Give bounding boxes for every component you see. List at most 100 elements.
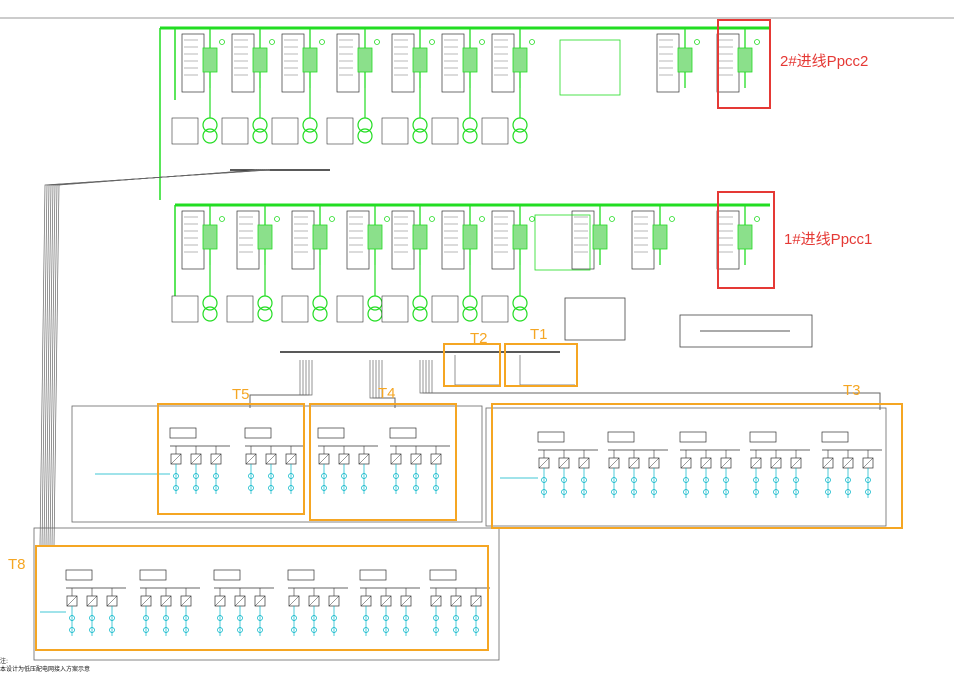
- pv-module-icon: [183, 627, 189, 633]
- transformer-icon: [357, 117, 373, 133]
- pv-module-icon: [268, 473, 274, 479]
- switchgear-cabinet: [381, 205, 435, 323]
- transformer-info-box: [381, 295, 409, 323]
- pv-module-icon: [561, 489, 567, 495]
- cabinet-info-box: [291, 210, 315, 270]
- feeder-cable: [454, 355, 500, 386]
- pv-module-icon: [611, 489, 617, 495]
- pv-module-icon: [257, 627, 263, 633]
- T4-label: T4: [378, 385, 396, 402]
- pv-module-icon: [723, 489, 729, 495]
- transformer-icon: [312, 295, 328, 311]
- T2-label: T2: [470, 330, 488, 347]
- pv-module-icon: [109, 627, 115, 633]
- switchgear-cabinet: [716, 28, 760, 93]
- pv-module-icon: [217, 627, 223, 633]
- pv-module-icon: [183, 615, 189, 621]
- pv-module-icon: [361, 473, 367, 479]
- combiner-box: [359, 569, 387, 581]
- pv-module-icon: [173, 473, 179, 479]
- combiner-box: [429, 569, 457, 581]
- pv-module-icon: [753, 477, 759, 483]
- pv-module-icon: [541, 477, 547, 483]
- switchgear-icon: [512, 47, 528, 73]
- feeder-cable: [249, 360, 301, 408]
- transformer-icon: [412, 295, 428, 311]
- pv-module-icon: [651, 489, 657, 495]
- transformer-icon: [257, 295, 273, 311]
- switchgear-cabinet: [281, 205, 335, 323]
- cabinet-info-box: [336, 33, 360, 93]
- pv-module-icon: [291, 615, 297, 621]
- pv-module-icon: [433, 473, 439, 479]
- T8-label: T8: [8, 556, 26, 573]
- pv-module-icon: [217, 615, 223, 621]
- pv-module-icon: [683, 477, 689, 483]
- pv-module-icon: [393, 473, 399, 479]
- transformer-icon: [512, 117, 528, 133]
- transformer-info-box: [481, 295, 509, 323]
- transformer-icon: [202, 117, 218, 133]
- pv-module-icon: [631, 489, 637, 495]
- pv-module-icon: [331, 627, 337, 633]
- pv-module-icon: [193, 473, 199, 479]
- T4-highlight: [309, 403, 457, 521]
- transformer-icon: [412, 117, 428, 133]
- pv-inverter-group: [749, 431, 810, 498]
- pv-module-icon: [69, 615, 75, 621]
- transformer-icon: [462, 295, 478, 311]
- cabinet-info-box: [181, 33, 205, 93]
- transformer-icon: [462, 117, 478, 133]
- switchgear-cabinet: [431, 205, 485, 323]
- pv-module-icon: [383, 615, 389, 621]
- pv-module-icon: [311, 615, 317, 621]
- cabinet-info-box: [281, 33, 305, 93]
- cabinet-info-box: [716, 33, 740, 93]
- switchgear-cabinet: [336, 205, 390, 323]
- incoming1-highlight: [717, 191, 775, 289]
- pv-inverter-group: [287, 569, 348, 636]
- combiner-box: [607, 431, 635, 443]
- pv-module-icon: [413, 485, 419, 491]
- switchgear-icon: [357, 47, 373, 73]
- cabinet-info-box: [491, 33, 515, 93]
- pv-module-icon: [257, 615, 263, 621]
- pv-module-icon: [248, 485, 254, 491]
- transformer-icon: [512, 295, 528, 311]
- pv-module-icon: [703, 489, 709, 495]
- pv-module-icon: [611, 477, 617, 483]
- pv-module-icon: [651, 477, 657, 483]
- pv-module-icon: [793, 477, 799, 483]
- pv-module-icon: [845, 489, 851, 495]
- transformer-note-box: [564, 297, 626, 341]
- pv-module-icon: [143, 627, 149, 633]
- switchgear-cabinet: [221, 28, 275, 145]
- pv-module-icon: [433, 615, 439, 621]
- pv-module-icon: [393, 485, 399, 491]
- switchgear-icon: [512, 224, 528, 250]
- switchgear-cabinet: [171, 205, 225, 323]
- pv-module-icon: [383, 627, 389, 633]
- switchgear-icon: [252, 47, 268, 73]
- transformer-icon: [367, 295, 383, 311]
- transformer-info-box: [336, 295, 364, 323]
- T8-highlight: [35, 545, 489, 651]
- pv-module-icon: [109, 615, 115, 621]
- pv-module-icon: [473, 615, 479, 621]
- pv-module-icon: [363, 615, 369, 621]
- switchgear-cabinet: [381, 28, 435, 145]
- pv-module-icon: [341, 485, 347, 491]
- switchgear-icon: [462, 47, 478, 73]
- switchgear-icon: [202, 47, 218, 73]
- upper-substation: [159, 26, 770, 200]
- pv-module-icon: [163, 615, 169, 621]
- pv-module-icon: [288, 473, 294, 479]
- pv-area-T5-T4-frame: [71, 405, 483, 523]
- feeder-cable: [249, 360, 304, 408]
- combiner-box: [169, 427, 197, 439]
- switchgear-cabinet: [481, 205, 535, 323]
- pv-module-icon: [413, 473, 419, 479]
- pv-inverter-group: [213, 569, 274, 636]
- combiner-box: [213, 569, 241, 581]
- pv-module-icon: [173, 485, 179, 491]
